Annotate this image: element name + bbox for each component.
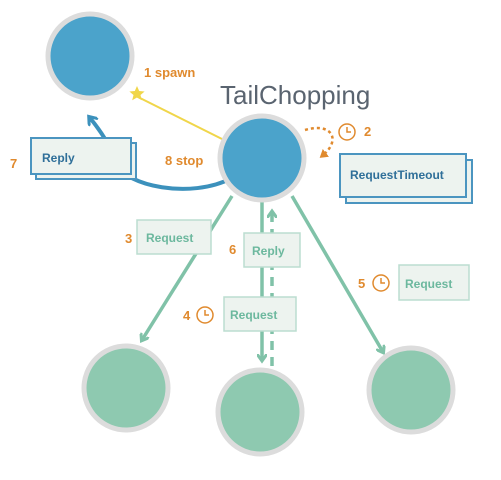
spawner-actor bbox=[45, 11, 135, 101]
worker-actor-right bbox=[366, 345, 456, 435]
step-7-label: 7 bbox=[10, 156, 17, 171]
step-4-label: 4 bbox=[183, 308, 191, 323]
request-timeout-label: RequestTimeout bbox=[350, 168, 444, 182]
step-5-label: 5 bbox=[358, 276, 365, 291]
arrow-request-right bbox=[290, 195, 383, 352]
reply-message-parent: Reply bbox=[30, 137, 137, 180]
worker-actor-left bbox=[81, 343, 171, 433]
spawn-line bbox=[133, 94, 229, 143]
request-message-a: Request bbox=[136, 219, 212, 255]
tailchopping-actor bbox=[217, 113, 307, 203]
clock-icon bbox=[338, 123, 356, 141]
request-message-c: Request bbox=[398, 264, 470, 301]
request-timeout-message: RequestTimeout bbox=[339, 153, 473, 204]
reply-parent-label: Reply bbox=[42, 151, 75, 165]
step-spawn-label: 1 spawn bbox=[144, 65, 195, 80]
star-icon bbox=[129, 86, 145, 101]
request-a-label: Request bbox=[146, 231, 193, 245]
request-message-b: Request bbox=[223, 296, 297, 332]
reply-message-child: Reply bbox=[243, 232, 301, 268]
request-c-label: Request bbox=[405, 277, 452, 291]
timer-loop-arrow bbox=[304, 126, 334, 158]
clock-icon bbox=[372, 274, 390, 292]
arrow-request-left bbox=[142, 195, 234, 340]
diagram-title: TailChopping bbox=[220, 80, 370, 110]
clock-icon bbox=[196, 306, 214, 324]
reply-child-label: Reply bbox=[252, 244, 285, 258]
step-3-label: 3 bbox=[125, 231, 132, 246]
step-6-label: 6 bbox=[229, 242, 236, 257]
request-b-label: Request bbox=[230, 308, 277, 322]
step-stop-label: 8 stop bbox=[165, 153, 203, 168]
worker-actor-middle bbox=[215, 367, 305, 457]
step-2-label: 2 bbox=[364, 124, 371, 139]
